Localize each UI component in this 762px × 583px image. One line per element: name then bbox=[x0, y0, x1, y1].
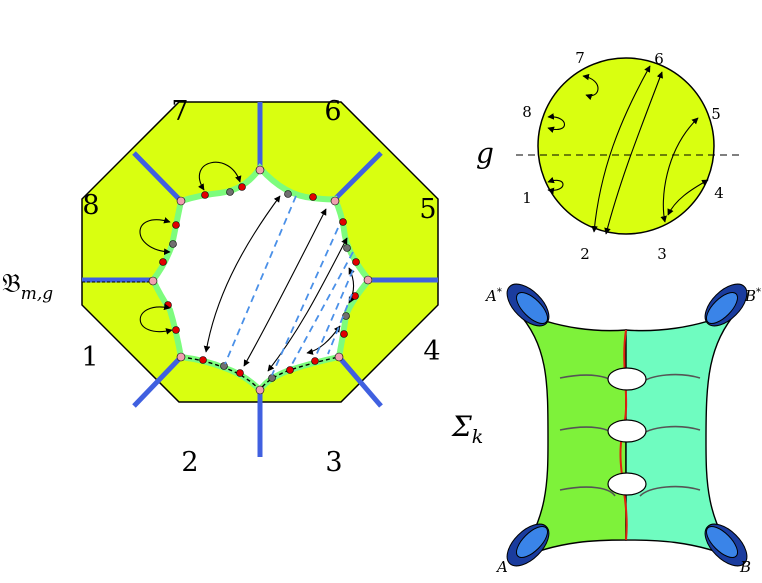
disk-figure: 6 5 4 3 2 1 8 7 g bbox=[476, 49, 740, 263]
octagon-side-label-5: 5 bbox=[419, 194, 436, 225]
corner-label-top-right-star: * bbox=[756, 287, 761, 298]
corner-label-bottom-right: B bbox=[739, 558, 751, 576]
corner-label-top-left-main: A bbox=[484, 287, 497, 305]
disk-point-label-6: 6 bbox=[654, 50, 664, 68]
surface-figure: Σk A* B* A B bbox=[451, 283, 761, 576]
disk-label: g bbox=[476, 137, 494, 170]
space-label-subscript: m,g bbox=[21, 284, 54, 304]
surface-label: Σk bbox=[451, 410, 483, 448]
corner-label-top-right: B* bbox=[744, 287, 761, 305]
octagon-figure: 7 6 5 4 3 2 1 8 𝔅m,g bbox=[2, 96, 441, 478]
space-label: 𝔅m,g bbox=[2, 269, 53, 304]
octagon-side-label-1: 1 bbox=[81, 342, 98, 373]
octagon-pairing-arrows bbox=[139, 161, 355, 372]
octagon-side-label-2: 2 bbox=[181, 447, 198, 478]
corner-label-top-left-star: * bbox=[497, 287, 502, 298]
disk-point-label-5: 5 bbox=[711, 105, 721, 123]
disk-point-label-1: 1 bbox=[522, 189, 532, 207]
disk-point-label-8: 8 bbox=[522, 103, 532, 121]
corner-label-top-left: A* bbox=[484, 287, 502, 305]
surface-label-subscript: k bbox=[472, 426, 484, 448]
octagon-side-label-4: 4 bbox=[423, 336, 440, 367]
corner-label-bottom-left: A bbox=[495, 558, 508, 576]
corner-label-top-right-main: B bbox=[744, 287, 756, 305]
octagon-blue-edges bbox=[82, 102, 438, 457]
octagon-side-label-6: 6 bbox=[324, 96, 341, 127]
octagon-side-label-8: 8 bbox=[82, 190, 99, 221]
space-label-main: 𝔅 bbox=[2, 269, 21, 299]
octagon-side-label-3: 3 bbox=[325, 447, 342, 478]
disk-face bbox=[537, 57, 715, 235]
surface-right-half bbox=[625, 309, 739, 561]
disk-point-label-7: 7 bbox=[575, 49, 585, 67]
disk-point-label-2: 2 bbox=[580, 245, 590, 263]
surface-label-main: Σ bbox=[451, 410, 472, 443]
disk-point-label-3: 3 bbox=[657, 245, 667, 263]
disk-point-label-4: 4 bbox=[714, 184, 724, 202]
disk-arrows bbox=[547, 65, 709, 235]
surface-cuffs bbox=[506, 283, 748, 567]
surface-holes bbox=[607, 367, 647, 496]
octagon-dashed-lines bbox=[224, 195, 354, 376]
octagon-side-label-7: 7 bbox=[171, 96, 188, 127]
